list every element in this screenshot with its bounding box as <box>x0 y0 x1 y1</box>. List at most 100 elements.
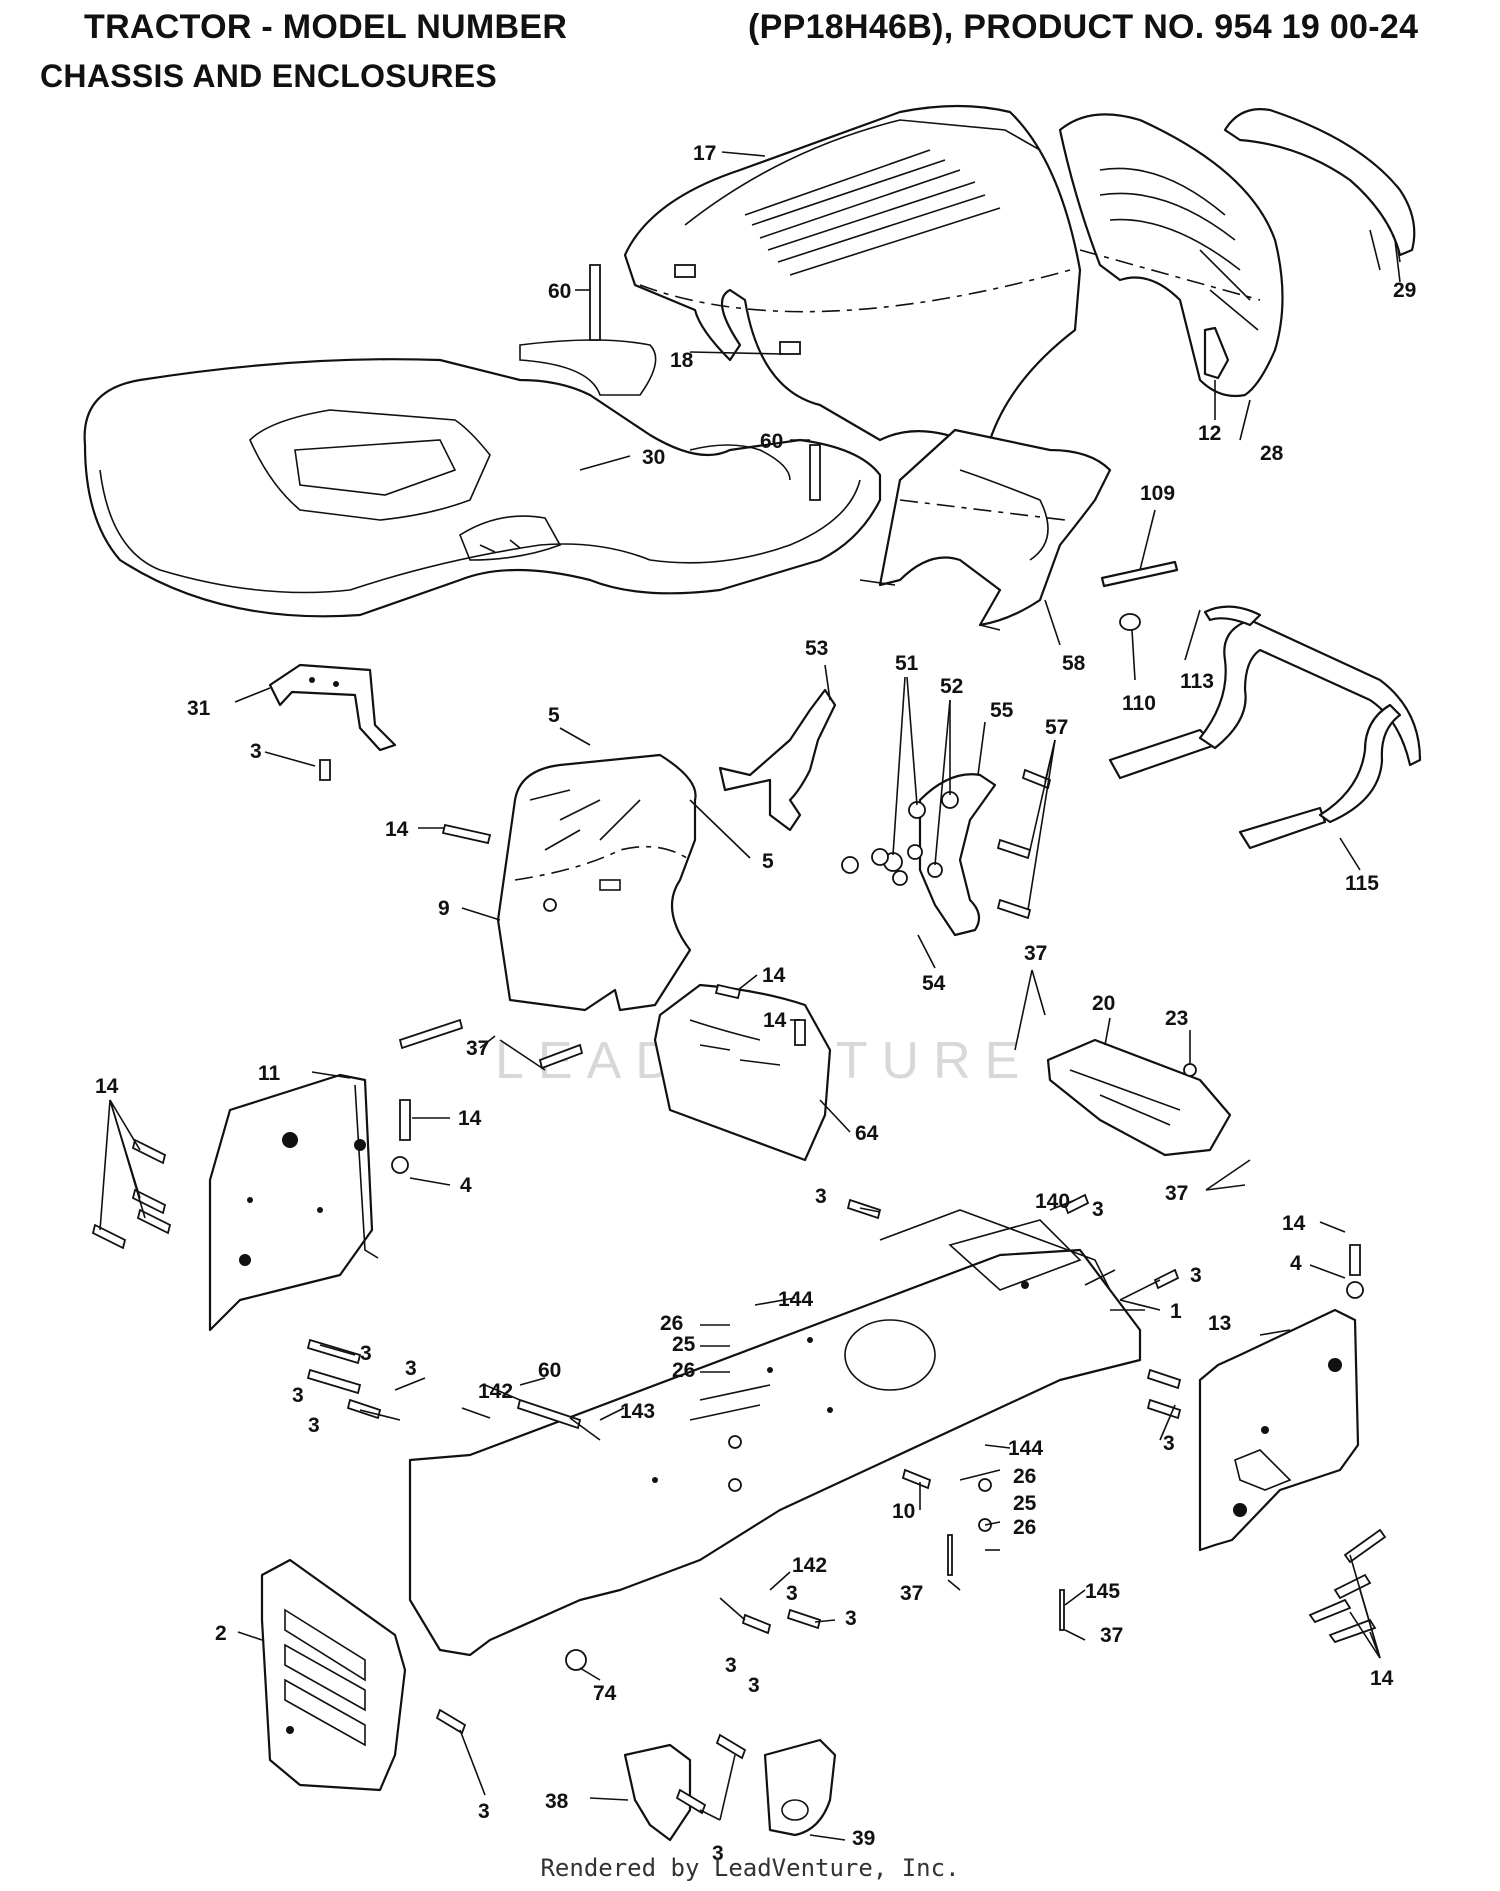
callout-51: 51 <box>895 652 919 675</box>
callout-29: 29 <box>1393 279 1416 302</box>
callout-12: 12 <box>1198 422 1221 445</box>
part-right-side-plate <box>1198 1308 1360 1552</box>
part-bracket-31 <box>268 663 397 752</box>
callout-30: 30 <box>642 446 665 469</box>
callout-18: 18 <box>670 349 694 372</box>
callout-52: 52 <box>940 675 963 698</box>
part-bracket-53 <box>718 688 837 832</box>
callout-4: 4 <box>460 1174 472 1197</box>
diagram-subtitle: CHASSIS AND ENCLOSURES <box>40 58 498 94</box>
callout-26: 26 <box>1013 1516 1036 1539</box>
part-plug <box>1119 613 1141 631</box>
callout-54: 54 <box>922 972 946 995</box>
leader-lines <box>99 151 1401 1841</box>
callout-5: 5 <box>762 850 774 873</box>
part-bracket-55 <box>918 773 997 937</box>
part-left-side-plate <box>208 1073 379 1332</box>
callout-60: 60 <box>538 1359 561 1382</box>
callout-39: 39 <box>852 1827 875 1850</box>
part-front-plate-2 <box>260 1558 407 1792</box>
callout-57: 57 <box>1045 716 1068 739</box>
callout-140: 140 <box>1035 1190 1070 1213</box>
part-hood-bracket <box>1203 326 1230 380</box>
callout-113: 113 <box>1180 670 1214 693</box>
callout-37: 37 <box>1100 1624 1123 1647</box>
callout-14: 14 <box>95 1075 119 1098</box>
callout-14: 14 <box>1282 1212 1306 1235</box>
callout-26: 26 <box>672 1359 695 1382</box>
diagram-title-left: TRACTOR - MODEL NUMBER <box>84 8 568 46</box>
callout-11: 11 <box>258 1062 281 1085</box>
callout-3: 3 <box>725 1654 737 1677</box>
callout-3: 3 <box>786 1582 798 1605</box>
callout-9: 9 <box>438 897 450 920</box>
diagram-title-right: (PP18H46B), PRODUCT NO. 954 19 00-24 <box>748 8 1419 46</box>
callout-14: 14 <box>458 1107 482 1130</box>
part-front-bumper <box>1108 605 1422 850</box>
callout-142: 142 <box>792 1554 827 1577</box>
callout-60: 60 <box>760 430 783 453</box>
part-dash-panel <box>859 428 1112 631</box>
callout-3: 3 <box>712 1842 724 1865</box>
callout-23: 23 <box>1165 1007 1188 1030</box>
callout-13: 13 <box>1208 1312 1231 1335</box>
callout-145: 145 <box>1085 1580 1120 1603</box>
callout-3: 3 <box>748 1674 760 1697</box>
callout-3: 3 <box>1163 1432 1175 1455</box>
callout-31: 31 <box>187 697 211 720</box>
callout-3: 3 <box>405 1357 417 1380</box>
callout-3: 3 <box>845 1607 857 1630</box>
callout-1: 1 <box>1170 1300 1182 1323</box>
callout-26: 26 <box>660 1312 683 1335</box>
callout-labels: 17 29 60 18 12 28 60 30 109 58 110 113 3… <box>95 142 1416 1865</box>
part-bracket-38 <box>623 1743 692 1842</box>
callout-64: 64 <box>855 1122 879 1145</box>
callout-109: 109 <box>1140 482 1175 505</box>
callout-74: 74 <box>593 1682 617 1705</box>
callout-115: 115 <box>1345 872 1379 895</box>
callout-25: 25 <box>1013 1492 1037 1515</box>
callout-60: 60 <box>548 280 571 303</box>
callout-37: 37 <box>1024 942 1047 965</box>
part-bracket-39 <box>763 1738 837 1837</box>
part-seat-box-64 <box>653 983 832 1162</box>
part-main-frame <box>408 1209 1142 1657</box>
part-bracket-20 <box>1046 1038 1232 1157</box>
callout-14: 14 <box>762 964 786 987</box>
callout-37: 37 <box>466 1037 489 1060</box>
callout-55: 55 <box>990 699 1014 722</box>
callout-53: 53 <box>805 637 828 660</box>
callout-3: 3 <box>1190 1264 1202 1287</box>
callout-3: 3 <box>360 1342 372 1365</box>
callout-3: 3 <box>308 1414 320 1437</box>
callout-26: 26 <box>1013 1465 1036 1488</box>
part-hood <box>623 104 1082 447</box>
callout-14: 14 <box>1370 1667 1394 1690</box>
part-fender-pan <box>83 339 882 618</box>
callout-143: 143 <box>620 1400 655 1423</box>
callout-110: 110 <box>1122 692 1156 715</box>
bolts <box>91 264 1387 1815</box>
part-strip <box>1100 560 1179 588</box>
callout-38: 38 <box>545 1790 569 1813</box>
callout-14: 14 <box>763 1009 787 1032</box>
part-dash-panel-9 <box>496 753 697 1012</box>
callout-3: 3 <box>250 740 262 763</box>
credit-line: Rendered by LeadVenture, Inc. <box>540 1854 960 1882</box>
callout-25: 25 <box>672 1333 696 1356</box>
callout-37: 37 <box>900 1582 923 1605</box>
callout-2: 2 <box>215 1622 227 1645</box>
callout-142: 142 <box>478 1380 513 1403</box>
callout-144: 144 <box>778 1288 813 1311</box>
part-grille <box>1058 113 1284 398</box>
callout-58: 58 <box>1062 652 1086 675</box>
callout-3: 3 <box>815 1185 827 1208</box>
hardware-group-51-52 <box>841 791 959 886</box>
callout-37: 37 <box>1165 1182 1188 1205</box>
callout-14: 14 <box>385 818 409 841</box>
callout-17: 17 <box>693 142 716 165</box>
callout-4: 4 <box>1290 1252 1302 1275</box>
callout-10: 10 <box>892 1500 915 1523</box>
callout-20: 20 <box>1092 992 1115 1015</box>
